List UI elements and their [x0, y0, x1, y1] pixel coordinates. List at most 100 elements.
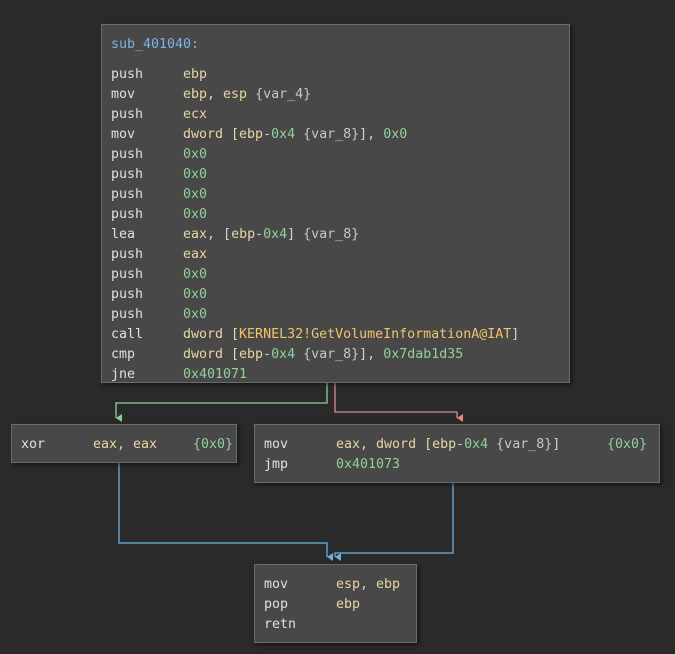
operand-token[interactable]: ebp [231, 227, 256, 242]
operand-token: ] [552, 437, 561, 452]
operand-token: - [456, 437, 465, 452]
instruction-operands: ecx [183, 105, 207, 125]
operand-token[interactable]: dword [ [183, 127, 240, 142]
edge-jmp-to-exit [334, 483, 454, 561]
instruction-mnemonic[interactable]: push [111, 207, 144, 222]
operand-token[interactable]: dword [ [183, 327, 240, 342]
instruction-operands: 0x401071 [183, 365, 247, 385]
instruction-mnemonic[interactable]: mov [111, 87, 136, 102]
instruction-operands: dword [ebp-0x4 {var_8}], 0x0 [183, 125, 407, 145]
operand-token[interactable]: {var_8} [295, 347, 360, 362]
instruction-mnemonic[interactable]: xor [21, 437, 46, 452]
function-label[interactable]: sub_401040: [111, 37, 200, 52]
instruction-operands: 0x0 [183, 185, 207, 205]
operand-token[interactable]: 0x7dab1d35 [383, 347, 464, 362]
operand-token[interactable]: ebp [376, 577, 401, 592]
operand-token[interactable]: 0x4 [464, 437, 489, 452]
operand-token[interactable]: dword [ [183, 347, 240, 362]
operand-token[interactable]: {var_8} [295, 227, 360, 242]
operand-token[interactable]: , dword [ [360, 437, 433, 452]
instruction-operands: 0x0 [183, 165, 207, 185]
instruction-operands: esp, ebp [336, 575, 400, 595]
operand-token[interactable]: {var_8} [295, 127, 360, 142]
operand-token[interactable]: ebp [183, 87, 208, 102]
instruction-operands: ebp [183, 65, 207, 85]
instruction-operands: 0x401073 [336, 455, 400, 475]
instruction-mnemonic[interactable]: push [111, 67, 144, 82]
operand-token[interactable]: KERNEL32!GetVolumeInformationA@IAT [239, 327, 512, 342]
instruction-mnemonic[interactable]: call [111, 327, 144, 342]
operand-token[interactable]: ebp [239, 347, 264, 362]
instruction-operands: eax [183, 245, 207, 265]
operand-token: - [255, 227, 264, 242]
instruction-mnemonic[interactable]: retn [264, 617, 297, 632]
operand-token[interactable]: eax [133, 437, 158, 452]
operand-token[interactable]: eax [183, 227, 208, 242]
operand-token[interactable]: {var_4} [247, 87, 312, 102]
operand-token[interactable]: eax [183, 247, 208, 262]
instruction-comment: {0x0} [607, 437, 648, 452]
operand-token[interactable]: ecx [183, 107, 208, 122]
operand-token[interactable]: {var_8} [488, 437, 553, 452]
operand-token[interactable]: 0x0 [183, 147, 208, 162]
instruction-mnemonic[interactable]: push [111, 107, 144, 122]
instruction-operands: 0x0 [183, 305, 207, 325]
instruction-operands: 0x0 [183, 265, 207, 285]
instruction-mnemonic[interactable]: mov [264, 437, 289, 452]
instruction-operands: 0x0 [183, 285, 207, 305]
operand-token[interactable]: ebp [336, 597, 361, 612]
operand-token[interactable]: eax [336, 437, 361, 452]
operand-token[interactable]: ebp [183, 67, 208, 82]
instruction-mnemonic[interactable]: push [111, 267, 144, 282]
instruction-operands: 0x0 [183, 145, 207, 165]
instruction-mnemonic[interactable]: pop [264, 597, 289, 612]
operand-token: , [360, 577, 377, 592]
operand-token[interactable]: 0x401073 [336, 457, 401, 472]
basic-block-mov-jmp[interactable]: mov eax, dword [ebp-0x4 {var_8}] {0x0} jmp 0… [254, 424, 660, 483]
instruction-mnemonic[interactable]: push [111, 187, 144, 202]
instruction-mnemonic[interactable]: mov [264, 577, 289, 592]
instruction-mnemonic[interactable]: jne [111, 367, 136, 382]
operand-token[interactable]: 0x0 [183, 287, 208, 302]
operand-token[interactable]: esp [336, 577, 361, 592]
operand-token[interactable]: 0x4 [271, 127, 296, 142]
instruction-operands: eax, eax [93, 435, 157, 455]
operand-token: ], [359, 127, 384, 142]
operand-token: - [263, 347, 272, 362]
operand-token[interactable]: 0x0 [183, 307, 208, 322]
operand-token[interactable]: eax [93, 437, 118, 452]
operand-token[interactable]: 0x4 [263, 227, 288, 242]
instruction-mnemonic[interactable]: lea [111, 227, 136, 242]
operand-token[interactable]: 0x0 [183, 267, 208, 282]
instruction-mnemonic[interactable]: push [111, 287, 144, 302]
instruction-mnemonic[interactable]: push [111, 147, 144, 162]
instruction-operands: dword [KERNEL32!GetVolumeInformationA@IA… [183, 325, 519, 345]
operand-token: , [ [207, 227, 232, 242]
operand-token[interactable]: 0x401071 [183, 367, 248, 382]
basic-block-exit[interactable]: mov esp, ebp pop ebp retn [254, 564, 417, 643]
instruction-mnemonic[interactable]: cmp [111, 347, 136, 362]
operand-token: , [207, 87, 224, 102]
instruction-mnemonic[interactable]: mov [111, 127, 136, 142]
instruction-mnemonic[interactable]: push [111, 167, 144, 182]
operand-token[interactable]: ebp [432, 437, 457, 452]
instruction-comment: {0x0} [193, 437, 234, 452]
instruction-mnemonic[interactable]: jmp [264, 457, 289, 472]
operand-token[interactable]: 0x0 [183, 187, 208, 202]
operand-token[interactable]: esp [223, 87, 248, 102]
instruction-mnemonic[interactable]: push [111, 307, 144, 322]
operand-token: ] [287, 227, 296, 242]
operand-token[interactable]: 0x0 [183, 207, 208, 222]
instruction-mnemonic[interactable]: push [111, 247, 144, 262]
basic-block-xor[interactable]: xor eax, eax {0x0} [11, 424, 237, 463]
operand-token: ], [359, 347, 384, 362]
operand-token[interactable]: 0x0 [183, 167, 208, 182]
operand-token[interactable]: 0x4 [271, 347, 296, 362]
instruction-operands: ebp, esp {var_4} [183, 85, 311, 105]
instruction-operands: 0x0 [183, 205, 207, 225]
operand-token[interactable]: ebp [239, 127, 264, 142]
operand-token[interactable]: 0x0 [383, 127, 408, 142]
edge-jne-taken [334, 383, 463, 422]
